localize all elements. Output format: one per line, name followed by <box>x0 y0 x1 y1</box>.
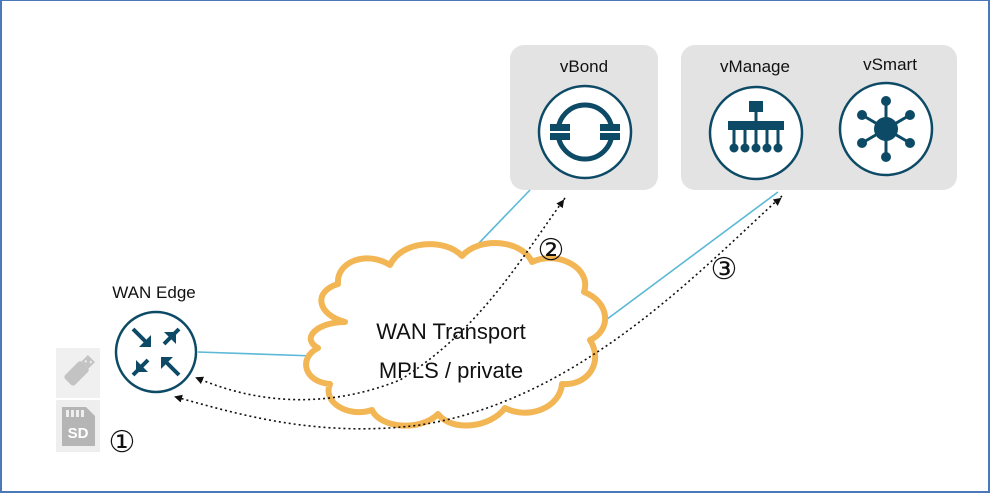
cloud-title: WAN Transport <box>376 319 526 344</box>
vmanage-link <box>574 191 779 344</box>
step-2-marker: ② <box>538 234 565 267</box>
step-1-marker: ① <box>109 426 136 459</box>
vbond-label: vBond <box>560 57 608 76</box>
wan-transport-cloud <box>303 240 609 429</box>
cloud-subtitle: MPLS / private <box>379 358 523 383</box>
step3-flow-arrow <box>174 195 783 430</box>
vmanage-hierarchy-icon[interactable] <box>708 85 804 181</box>
usb-stick-icon <box>56 348 100 398</box>
wan-edge-label: WAN Edge <box>112 283 195 302</box>
step3-flow-arrowhead-top <box>772 197 782 206</box>
vmanage-label: vManage <box>720 57 790 76</box>
vsmart-label: vSmart <box>863 55 917 74</box>
sd-card-label: SD <box>68 425 89 442</box>
wan-edge-link <box>197 351 316 357</box>
step2-flow-arrow <box>195 197 566 401</box>
step-3-marker: ③ <box>711 253 738 286</box>
router-arrows-icon[interactable] <box>114 310 198 394</box>
vsmart-hub-icon[interactable] <box>838 81 934 177</box>
vbond-orchestrator-icon[interactable] <box>537 84 633 180</box>
sd-card-icon: SD <box>56 400 100 452</box>
